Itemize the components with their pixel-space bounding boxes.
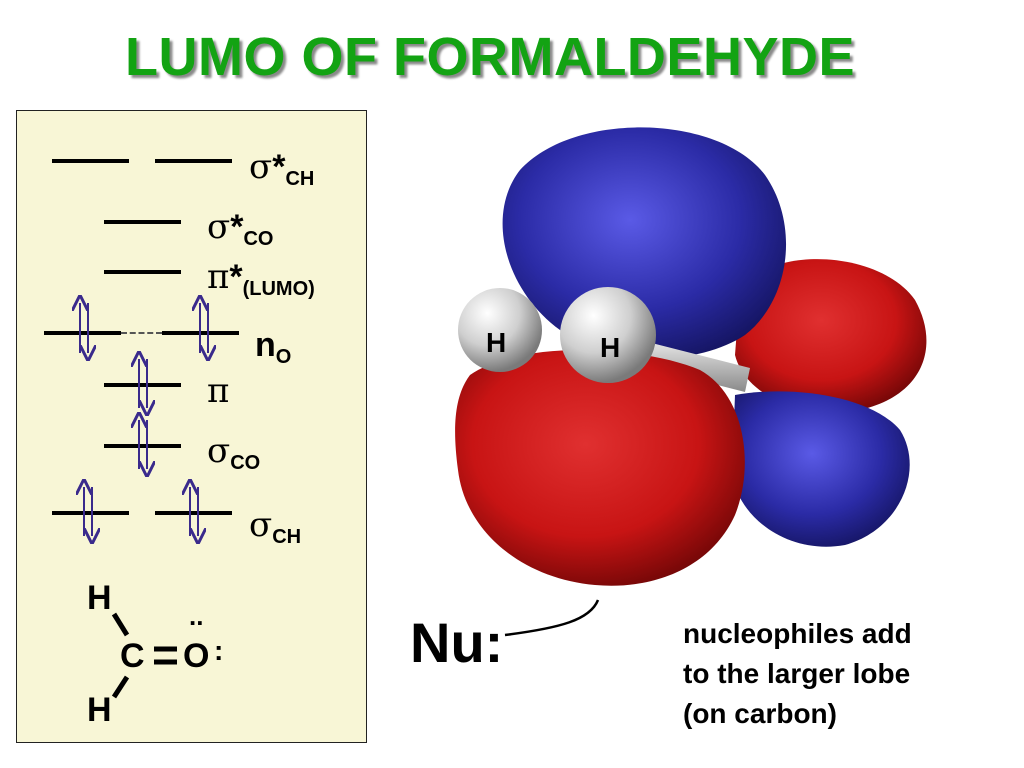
atom-h-bottom: H [87,691,112,729]
atom-h-top: H [87,579,112,617]
n-o-dashed-connector [121,332,162,334]
lobe-blue-large [502,127,787,359]
orbital-h-left-label: H [486,327,506,358]
level-n-o-left [44,331,121,335]
lobe-red-small [735,259,927,413]
caption-line-3: (on carbon) [683,698,837,729]
nucleophile-label: Nu: [410,611,504,674]
mo-diagram-panel: σ*CH σ*CO π*(LUMO) nO π σCO σCH [16,110,367,743]
caption-line-1: nucleophiles add [683,618,912,649]
level-sigma-ch-right [155,511,232,515]
page-title: LUMO OF FORMALDEHYDE [125,27,855,87]
label-sigma-co: σCO [207,431,261,474]
label-pi-star-lumo: π*(LUMO) [207,257,315,300]
label-pi: π [207,371,230,411]
bond-c-h-top [111,612,130,637]
label-sigma-ch: σCH [249,505,302,548]
lobe-red-large [455,350,745,586]
level-sigma-co [104,444,181,448]
orbital-h-right-label: H [600,332,620,363]
lone-pair-top: .. [189,601,204,631]
label-sigma-star-ch: σ*CH [249,147,315,190]
atom-carbon: C [120,637,145,675]
caption: nucleophiles add to the larger lobe (on … [683,614,1013,734]
level-sigma-ch-left [52,511,129,515]
sphere-h-left [458,288,542,372]
level-sigma-star-co [104,220,181,224]
level-pi-star [104,270,181,274]
level-sigma-star-ch-right [155,159,232,163]
level-sigma-star-ch-left [52,159,129,163]
sphere-h-right [560,287,656,383]
caption-line-2: to the larger lobe [683,658,911,689]
atom-oxygen: O [183,637,210,675]
label-sigma-star-co: σ*CO [207,207,274,250]
level-pi [104,383,181,387]
electron-arrows [17,111,368,699]
lobe-blue-small [732,391,910,547]
lone-pair-right: : [214,635,224,666]
nucleophile-attack-curve [504,599,600,637]
bond-c-h-bottom [111,675,130,699]
label-n-o: nO [255,326,292,368]
